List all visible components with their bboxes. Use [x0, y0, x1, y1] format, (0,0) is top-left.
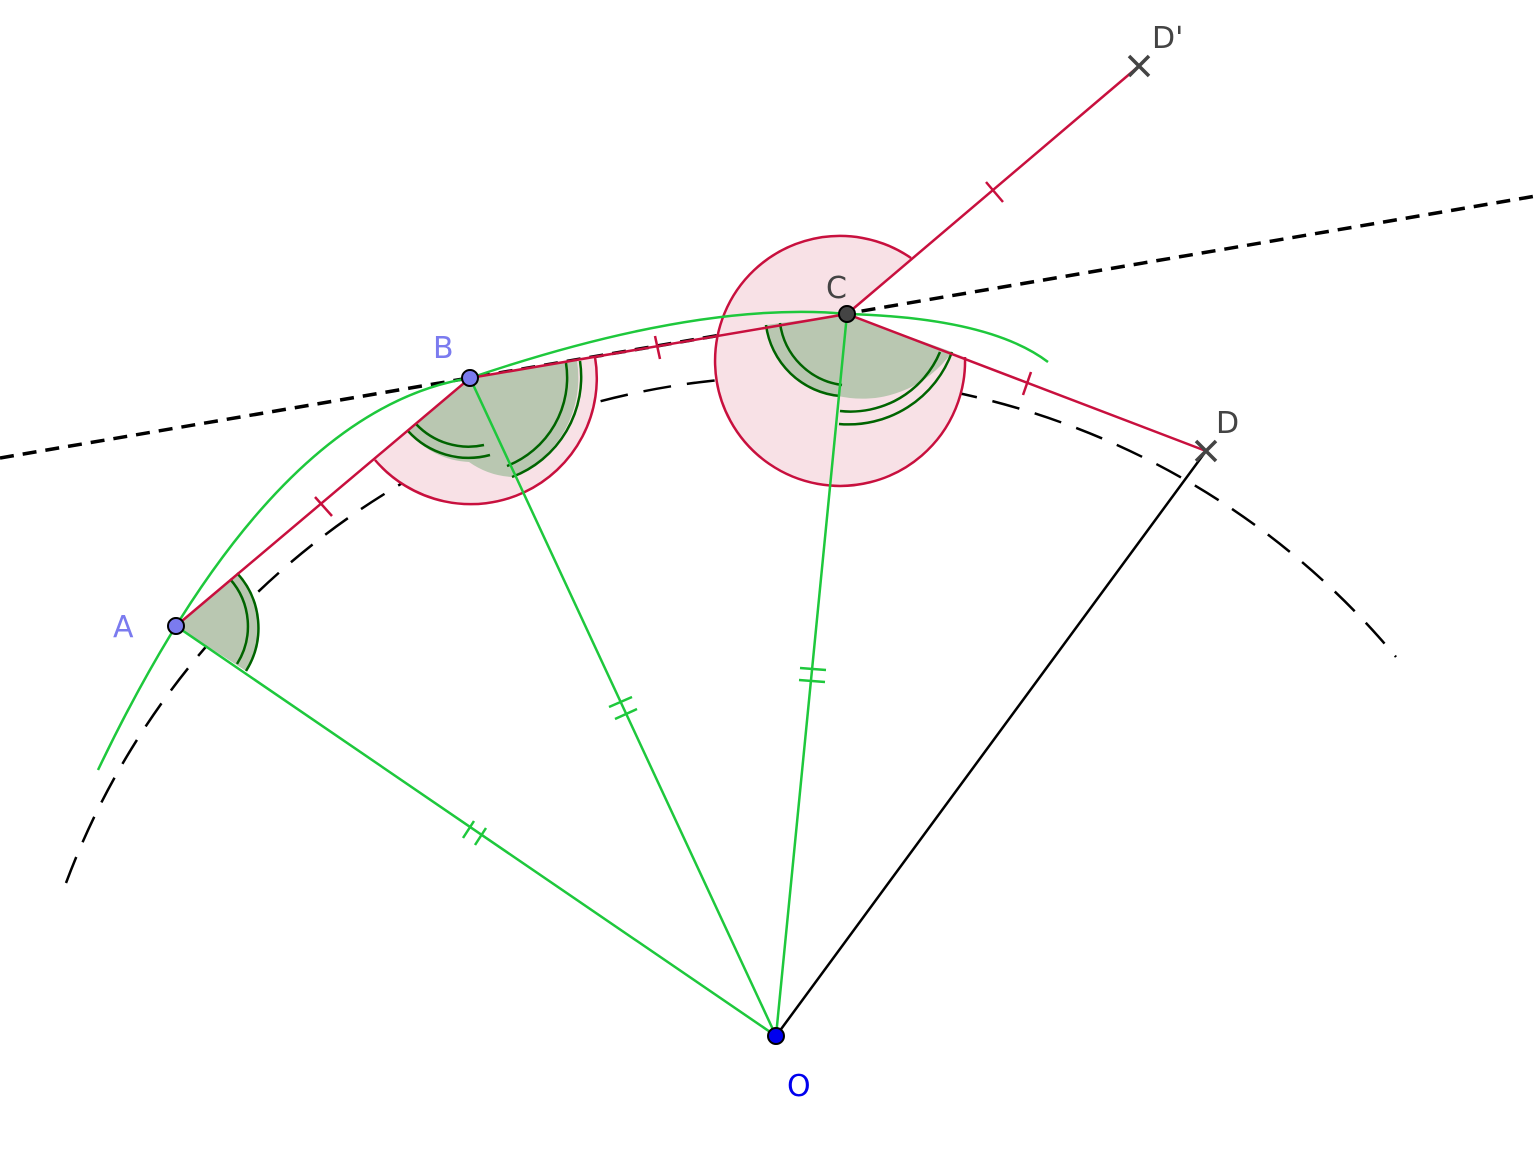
double-tick-oc	[798, 666, 827, 684]
label-d-prime: D'	[1152, 21, 1183, 56]
label-a: A	[113, 610, 134, 645]
angle-a	[176, 573, 259, 671]
label-c: C	[826, 271, 847, 306]
angle-c-arc-4	[839, 351, 942, 413]
dashed-circle-arc	[64, 374, 1397, 884]
angle-c	[766, 314, 952, 399]
segment-oa	[175, 624, 777, 1038]
tick-cd-prime	[985, 181, 1004, 203]
segment-ab	[175, 377, 471, 627]
angle-c-arc-1	[764, 324, 841, 398]
point-o[interactable]	[767, 1027, 785, 1045]
segment-ob	[468, 377, 778, 1037]
label-b: B	[433, 331, 454, 366]
point-b[interactable]	[461, 369, 479, 387]
label-o: O	[787, 1069, 811, 1104]
angle-b-arc-1	[407, 430, 491, 460]
tick-cd	[1021, 371, 1033, 396]
label-d: D	[1216, 406, 1239, 441]
angle-a-arc-inner	[229, 578, 250, 665]
exterior-angle-c-arc	[713, 234, 967, 488]
tick-bc	[653, 335, 662, 360]
tick-ab	[314, 496, 333, 517]
segment-oc	[774, 313, 849, 1037]
dashed-line-bc	[0, 194, 1536, 460]
segment-od	[774, 450, 1208, 1037]
angle-b-arc-4	[506, 362, 569, 468]
point-c[interactable]	[838, 305, 856, 323]
point-d-prime-cross	[1127, 54, 1151, 78]
double-tick-ob	[608, 695, 638, 721]
point-d-cross	[1194, 439, 1218, 463]
angle-c-arc-2	[778, 322, 843, 387]
double-tick-oa	[461, 820, 488, 846]
angle-a-arc-outer	[236, 572, 260, 672]
green-arc-abc	[96, 310, 1049, 771]
segment-bc	[469, 312, 848, 380]
point-a[interactable]	[167, 617, 185, 635]
angle-c-arc-3	[838, 351, 954, 426]
angle-b-arc-2	[415, 423, 485, 448]
angle-b-arc-3	[511, 360, 583, 479]
